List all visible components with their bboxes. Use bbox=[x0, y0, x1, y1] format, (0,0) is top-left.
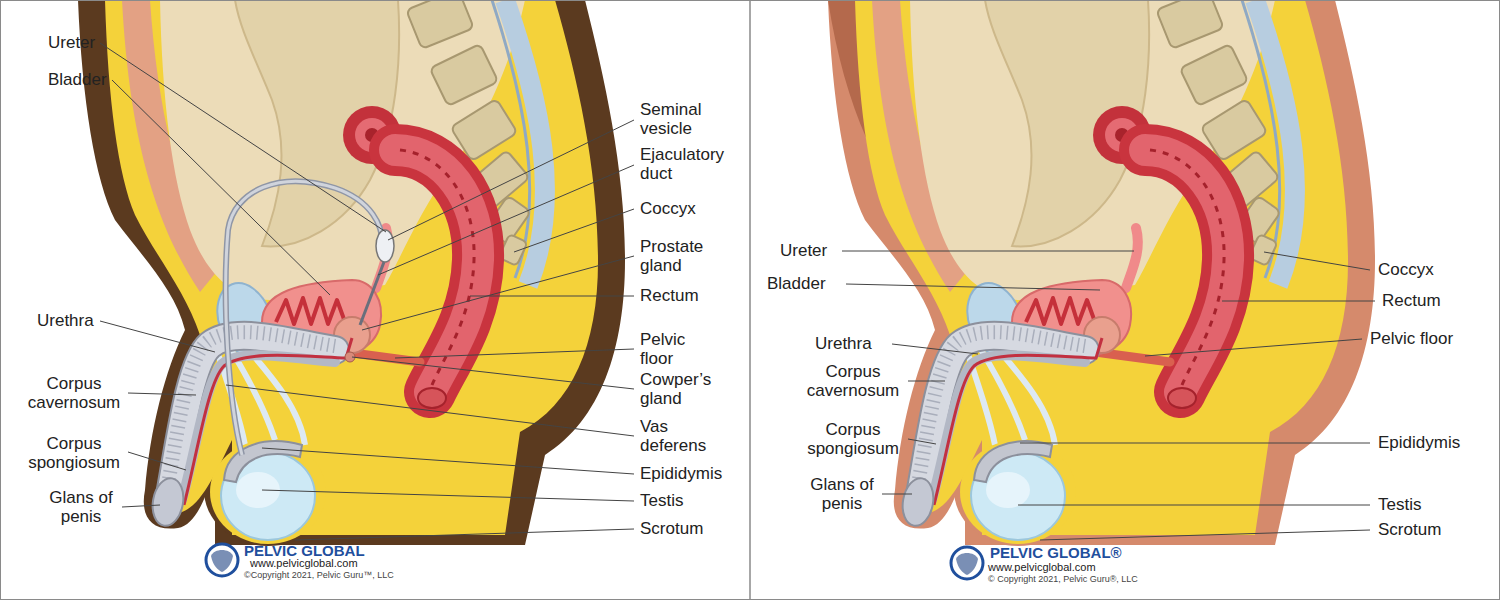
leader-line bbox=[262, 448, 634, 474]
part-label: Ureter bbox=[780, 241, 827, 260]
part-label: Rectum bbox=[1382, 291, 1441, 310]
vas-deferens-core bbox=[226, 181, 383, 455]
copyright-note: ©Copyright 2021, Pelvic Guru™, LLC bbox=[244, 569, 394, 581]
panel-divider bbox=[749, 0, 751, 600]
part-label: Bladder bbox=[767, 274, 826, 293]
leader-line bbox=[122, 505, 160, 507]
brand-url: www.pelvicglobal.com bbox=[250, 556, 358, 570]
leader-line bbox=[514, 209, 634, 252]
logo-circle bbox=[951, 547, 983, 579]
leader-line bbox=[1222, 301, 1375, 302]
part-label: Corpus cavernosum bbox=[798, 362, 908, 400]
leader-line bbox=[128, 393, 196, 395]
anatomy-right bbox=[855, 0, 1348, 544]
leader-line bbox=[882, 494, 912, 495]
logo-pelvis bbox=[211, 550, 233, 572]
leader-line bbox=[892, 344, 978, 354]
leader-line bbox=[352, 357, 634, 389]
leader-line bbox=[908, 439, 936, 444]
leader-line bbox=[100, 321, 215, 352]
leader-line bbox=[262, 490, 634, 501]
logo-pelvis bbox=[956, 553, 978, 575]
part-label: Scrotum bbox=[1378, 520, 1441, 539]
leader-line bbox=[1145, 339, 1362, 356]
part-label: Corpus cavernosum bbox=[20, 374, 128, 412]
brand-name: PELVIC GLOBAL® bbox=[990, 543, 1122, 562]
part-label: Scrotum bbox=[640, 519, 703, 538]
logo-circle bbox=[206, 544, 238, 576]
part-label: Epididymis bbox=[640, 464, 722, 483]
part-label: Seminal vesicle bbox=[640, 100, 735, 138]
part-label: Rectum bbox=[640, 286, 699, 305]
part-label: Coccyx bbox=[640, 199, 696, 218]
leader-line bbox=[470, 296, 634, 297]
leader-line bbox=[846, 284, 1100, 290]
leader-line bbox=[295, 529, 634, 540]
part-label: Ureter bbox=[48, 33, 95, 52]
part-label: Urethra bbox=[815, 334, 872, 353]
part-label: Prostate gland bbox=[640, 237, 730, 275]
leader-line bbox=[842, 251, 1134, 252]
leader-lines bbox=[100, 43, 1375, 540]
part-label: Corpus spongiosum bbox=[798, 420, 908, 458]
leader-line bbox=[112, 80, 330, 295]
part-label: Vas deferens bbox=[640, 417, 730, 455]
part-label: Pelvic floor bbox=[640, 330, 702, 368]
vas-deferens-tube bbox=[226, 181, 383, 455]
part-label: Bladder bbox=[48, 70, 107, 89]
brand-url: www.pelvicglobal.com bbox=[988, 560, 1096, 574]
leader-line bbox=[908, 381, 945, 382]
leader-line bbox=[128, 452, 186, 470]
leader-line bbox=[1264, 252, 1370, 270]
anatomy-left bbox=[105, 0, 598, 544]
part-label: Urethra bbox=[37, 311, 94, 330]
part-label: Glans of penis bbox=[802, 475, 882, 513]
copyright-note: © Copyright 2021, Pelvic Guru®, LLC bbox=[988, 573, 1138, 585]
leader-line bbox=[1020, 443, 1370, 444]
leader-line bbox=[362, 256, 634, 330]
leader-line bbox=[378, 165, 634, 275]
part-label: Cowper’s gland bbox=[640, 370, 725, 408]
part-label: Testis bbox=[1378, 495, 1421, 514]
leader-line bbox=[100, 43, 386, 232]
leader-line bbox=[395, 349, 634, 358]
part-label: Coccyx bbox=[1378, 260, 1434, 279]
right-figure bbox=[828, 0, 1375, 546]
part-label: Glans of penis bbox=[40, 488, 122, 526]
leader-line bbox=[1040, 530, 1370, 540]
part-label: Ejaculatory duct bbox=[640, 145, 745, 183]
leader-line bbox=[1018, 505, 1370, 506]
part-label: Testis bbox=[640, 491, 683, 510]
part-label: Epididymis bbox=[1378, 433, 1460, 452]
part-label: Pelvic floor bbox=[1370, 329, 1453, 348]
seminal-vesicle-shape bbox=[376, 230, 394, 262]
leader-line bbox=[226, 385, 634, 436]
ejaculatory-duct-shape bbox=[360, 262, 384, 325]
part-label: Corpus spongiosum bbox=[20, 434, 128, 472]
